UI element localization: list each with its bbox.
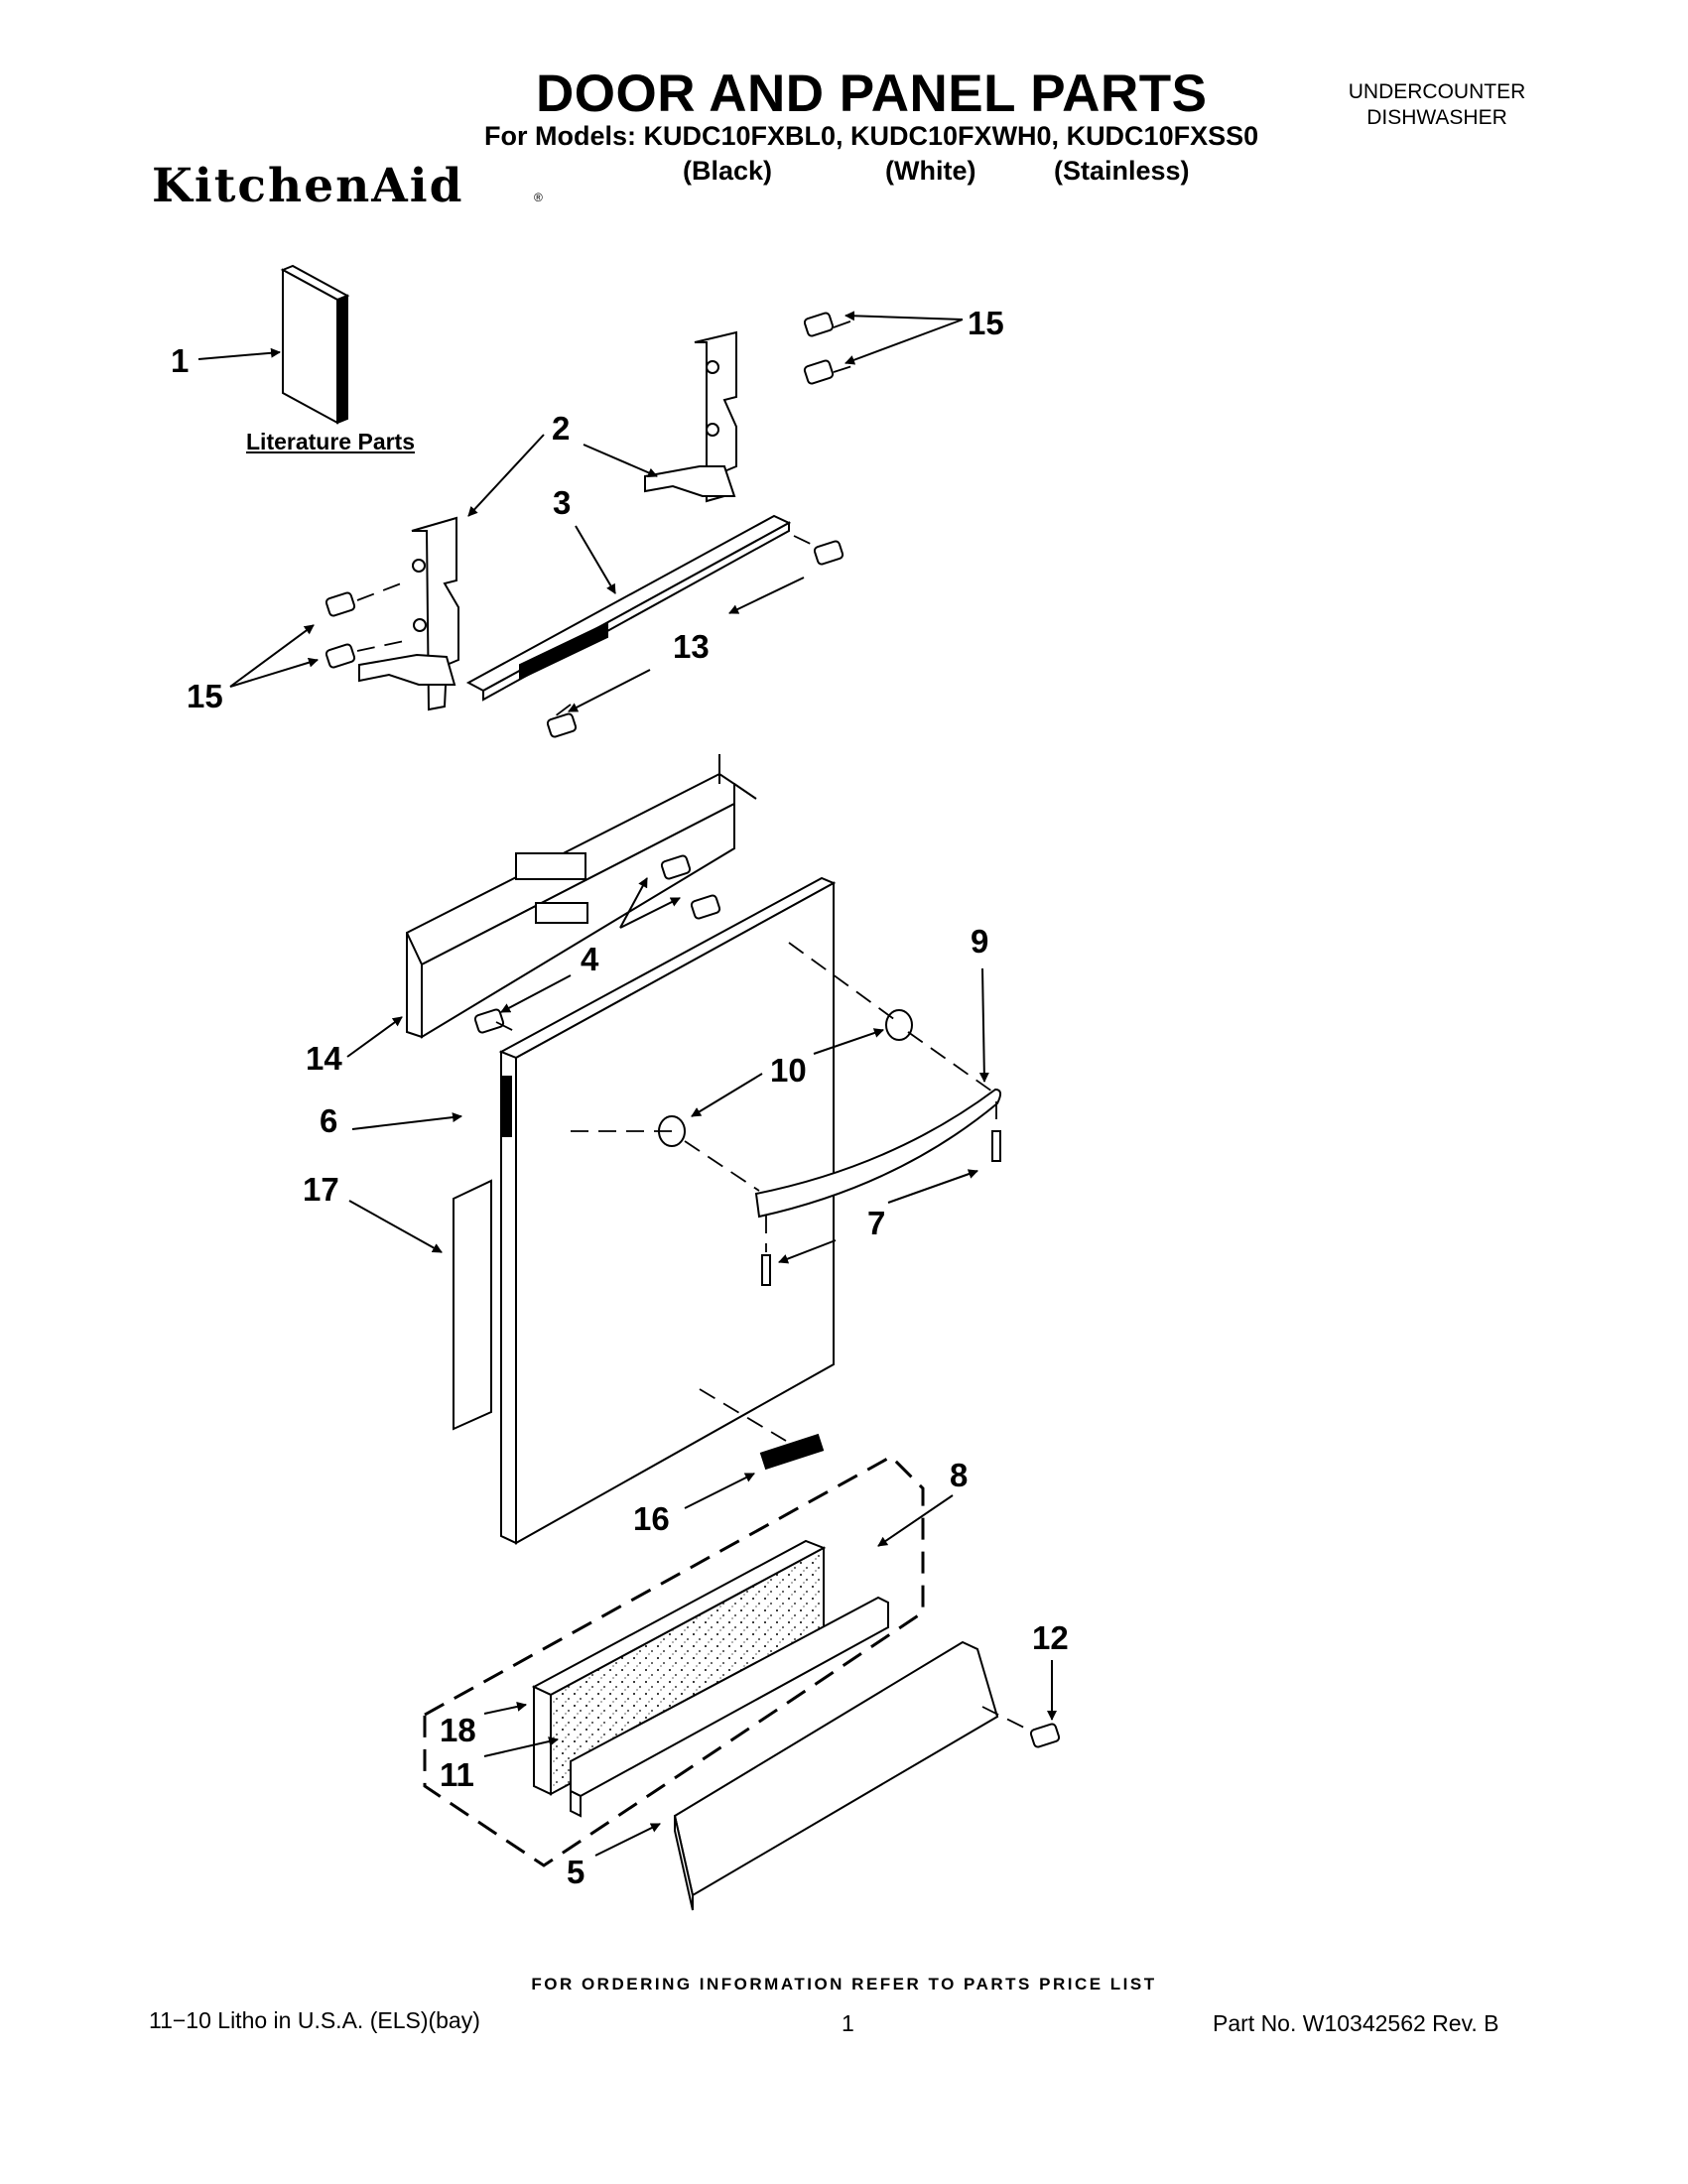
foam-block: [531, 1539, 827, 1796]
hinge-bracket-right: [644, 330, 737, 503]
control-console: [406, 754, 757, 1039]
callout-15-top: 15: [968, 305, 1004, 341]
callout-2: 2: [552, 410, 570, 447]
callout-6: 6: [320, 1102, 337, 1139]
callout-5: 5: [567, 1854, 584, 1890]
registered-mark: ®: [534, 191, 543, 204]
callout-1: 1: [171, 342, 189, 379]
outer-door-panel: [498, 876, 837, 1545]
leader-arrows: [197, 311, 1057, 1857]
screws: [325, 312, 1061, 1748]
part-number: Part No. W10342562 Rev. B: [1213, 2010, 1499, 2036]
variant-black: (Black): [683, 156, 773, 186]
assembly-lines: [356, 319, 1033, 1733]
callout-8: 8: [950, 1457, 968, 1493]
litho-line: 11−10 Litho in U.S.A. (ELS)(bay): [149, 2007, 480, 2033]
callout-labels: 1 2 3 4 5 6 7 8 9 10 11 12 13 14 15 15 1…: [171, 305, 1069, 1890]
door-insulation: [453, 1179, 492, 1431]
appliance-category: UNDERCOUNTER DISHWASHER: [1288, 79, 1586, 131]
exploded-parts-diagram: 1 2 3 4 5 6 7 8 9 10 11 12 13 14 15 15 1…: [171, 264, 1069, 1911]
literature-booklet: [280, 264, 350, 425]
callout-14: 14: [306, 1040, 342, 1077]
category-line-2: DISHWASHER: [1366, 106, 1507, 129]
ordering-note: FOR ORDERING INFORMATION REFER TO PARTS …: [531, 1975, 1157, 1993]
callout-10: 10: [770, 1052, 807, 1089]
callout-4: 4: [581, 941, 599, 977]
callout-13: 13: [673, 628, 710, 665]
callout-16: 16: [633, 1500, 670, 1537]
callout-12: 12: [1032, 1619, 1069, 1656]
callout-7: 7: [867, 1205, 885, 1241]
category-line-1: UNDERCOUNTER: [1348, 80, 1526, 103]
callout-11: 11: [440, 1756, 474, 1793]
variant-white: (White): [885, 156, 976, 186]
brand-logo: KitchenAid: [152, 159, 464, 213]
toe-panel: [673, 1640, 999, 1911]
callout-9: 9: [971, 923, 988, 960]
page-title: DOOR AND PANEL PARTS: [536, 64, 1208, 123]
models-line: For Models: KUDC10FXBL0, KUDC10FXWH0, KU…: [484, 121, 1259, 151]
callout-3: 3: [553, 484, 571, 521]
literature-parts-label: Literature Parts: [246, 429, 416, 454]
page-number: 1: [842, 2010, 854, 2036]
variant-stainless: (Stainless): [1054, 156, 1190, 186]
callout-15-left: 15: [187, 678, 223, 714]
door-handle: [754, 1088, 1001, 1219]
hinge-bracket-left: [358, 516, 459, 711]
callout-18: 18: [440, 1712, 476, 1748]
toe-plate-bracket: [570, 1596, 889, 1818]
callout-17: 17: [303, 1171, 339, 1208]
access-panel: [465, 514, 792, 702]
